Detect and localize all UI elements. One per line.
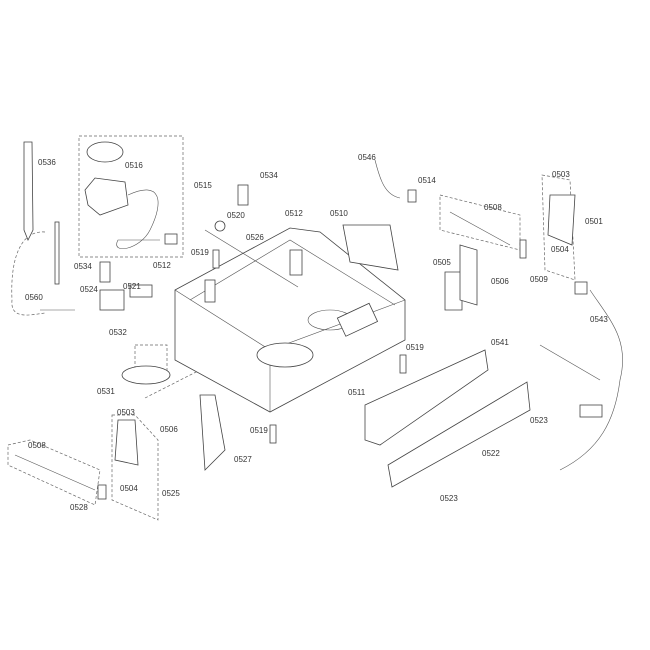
part-label-0508: 0508: [28, 441, 46, 450]
bracket-0505: [444, 271, 463, 311]
part-label-0515: 0515: [194, 181, 212, 190]
foot-0519: [269, 424, 277, 444]
part-label-0510: 0510: [330, 209, 348, 218]
part-label-0512: 0512: [153, 261, 171, 270]
part-label-0503: 0503: [552, 170, 570, 179]
part-label-0512: 0512: [285, 209, 303, 218]
damper-0509: [519, 239, 527, 259]
part-label-0526: 0526: [246, 233, 264, 242]
rod-0526: [204, 229, 299, 288]
part-label-0504: 0504: [120, 484, 138, 493]
part-label-0543: 0543: [590, 315, 608, 324]
part-label-0521: 0521: [123, 282, 141, 291]
part-label-0503: 0503: [117, 408, 135, 417]
foot-0519: [399, 354, 407, 374]
part-label-0522: 0522: [482, 449, 500, 458]
part-label-0505: 0505: [433, 258, 451, 267]
hose-routing-line: [11, 231, 46, 316]
spring-0508: [449, 211, 511, 246]
spring-group-box-right: [439, 194, 521, 251]
wire-harness-0543: [539, 281, 623, 471]
part-label-0527: 0527: [234, 455, 252, 464]
part-label-0519: 0519: [406, 343, 424, 352]
panel-0541: [364, 349, 489, 446]
hinge-0501: [547, 194, 576, 246]
part-label-0504: 0504: [551, 245, 569, 254]
part-label-0514: 0514: [418, 176, 436, 185]
part-label-0560: 0560: [25, 293, 43, 302]
control-module-0510: [342, 224, 399, 271]
part-label-0506: 0506: [160, 425, 178, 434]
part-label-0501: 0501: [585, 217, 603, 226]
part-label-0534: 0534: [74, 262, 92, 271]
part-label-0546: 0546: [358, 153, 376, 162]
guide-line: [144, 369, 201, 399]
part-label-0516: 0516: [125, 161, 143, 170]
sensor-0514: [407, 189, 417, 203]
bracket-0527: [199, 394, 226, 471]
part-label-0532: 0532: [109, 328, 127, 337]
hinge-plate-0505: [459, 244, 478, 306]
disc-0531: [121, 365, 171, 385]
part-label-0508: 0508: [484, 203, 502, 212]
spring-0508: [14, 454, 96, 491]
clip-0534: [237, 184, 249, 206]
part-label-0511: 0511: [348, 388, 366, 397]
part-label-0523: 0523: [440, 494, 458, 503]
cable-0546: [374, 159, 401, 199]
part-label-0519: 0519: [250, 426, 268, 435]
bracket-0524: [99, 289, 125, 311]
valve-0521: [129, 284, 153, 298]
part-label-0531: 0531: [97, 387, 115, 396]
float-rod-0536: [23, 141, 60, 285]
hinge-group-box-right: [541, 174, 576, 281]
part-label-0509: 0509: [530, 275, 548, 284]
pump-group-box: [78, 135, 184, 258]
part-label-0536: 0536: [38, 158, 56, 167]
part-label-0506: 0506: [491, 277, 509, 286]
foot-0519: [212, 249, 220, 269]
part-label-0525: 0525: [162, 489, 180, 498]
part-label-0534: 0534: [260, 171, 278, 180]
part-label-0519: 0519: [191, 248, 209, 257]
nut-0520: [214, 220, 226, 232]
part-label-0520: 0520: [227, 211, 245, 220]
part-label-0528: 0528: [70, 503, 88, 512]
part-label-0523: 0523: [530, 416, 548, 425]
base-tub-0511: [174, 227, 406, 413]
spring-group-box-left: [7, 439, 101, 506]
pump-0516: [84, 141, 178, 249]
damper-0528: [97, 484, 107, 500]
part-label-0541: 0541: [491, 338, 509, 347]
part-label-0524: 0524: [80, 285, 98, 294]
plinth-0522: [387, 381, 531, 488]
hinge-0525: [114, 419, 139, 466]
clip-0534: [99, 261, 111, 283]
hinge-group-box-left: [111, 414, 159, 521]
